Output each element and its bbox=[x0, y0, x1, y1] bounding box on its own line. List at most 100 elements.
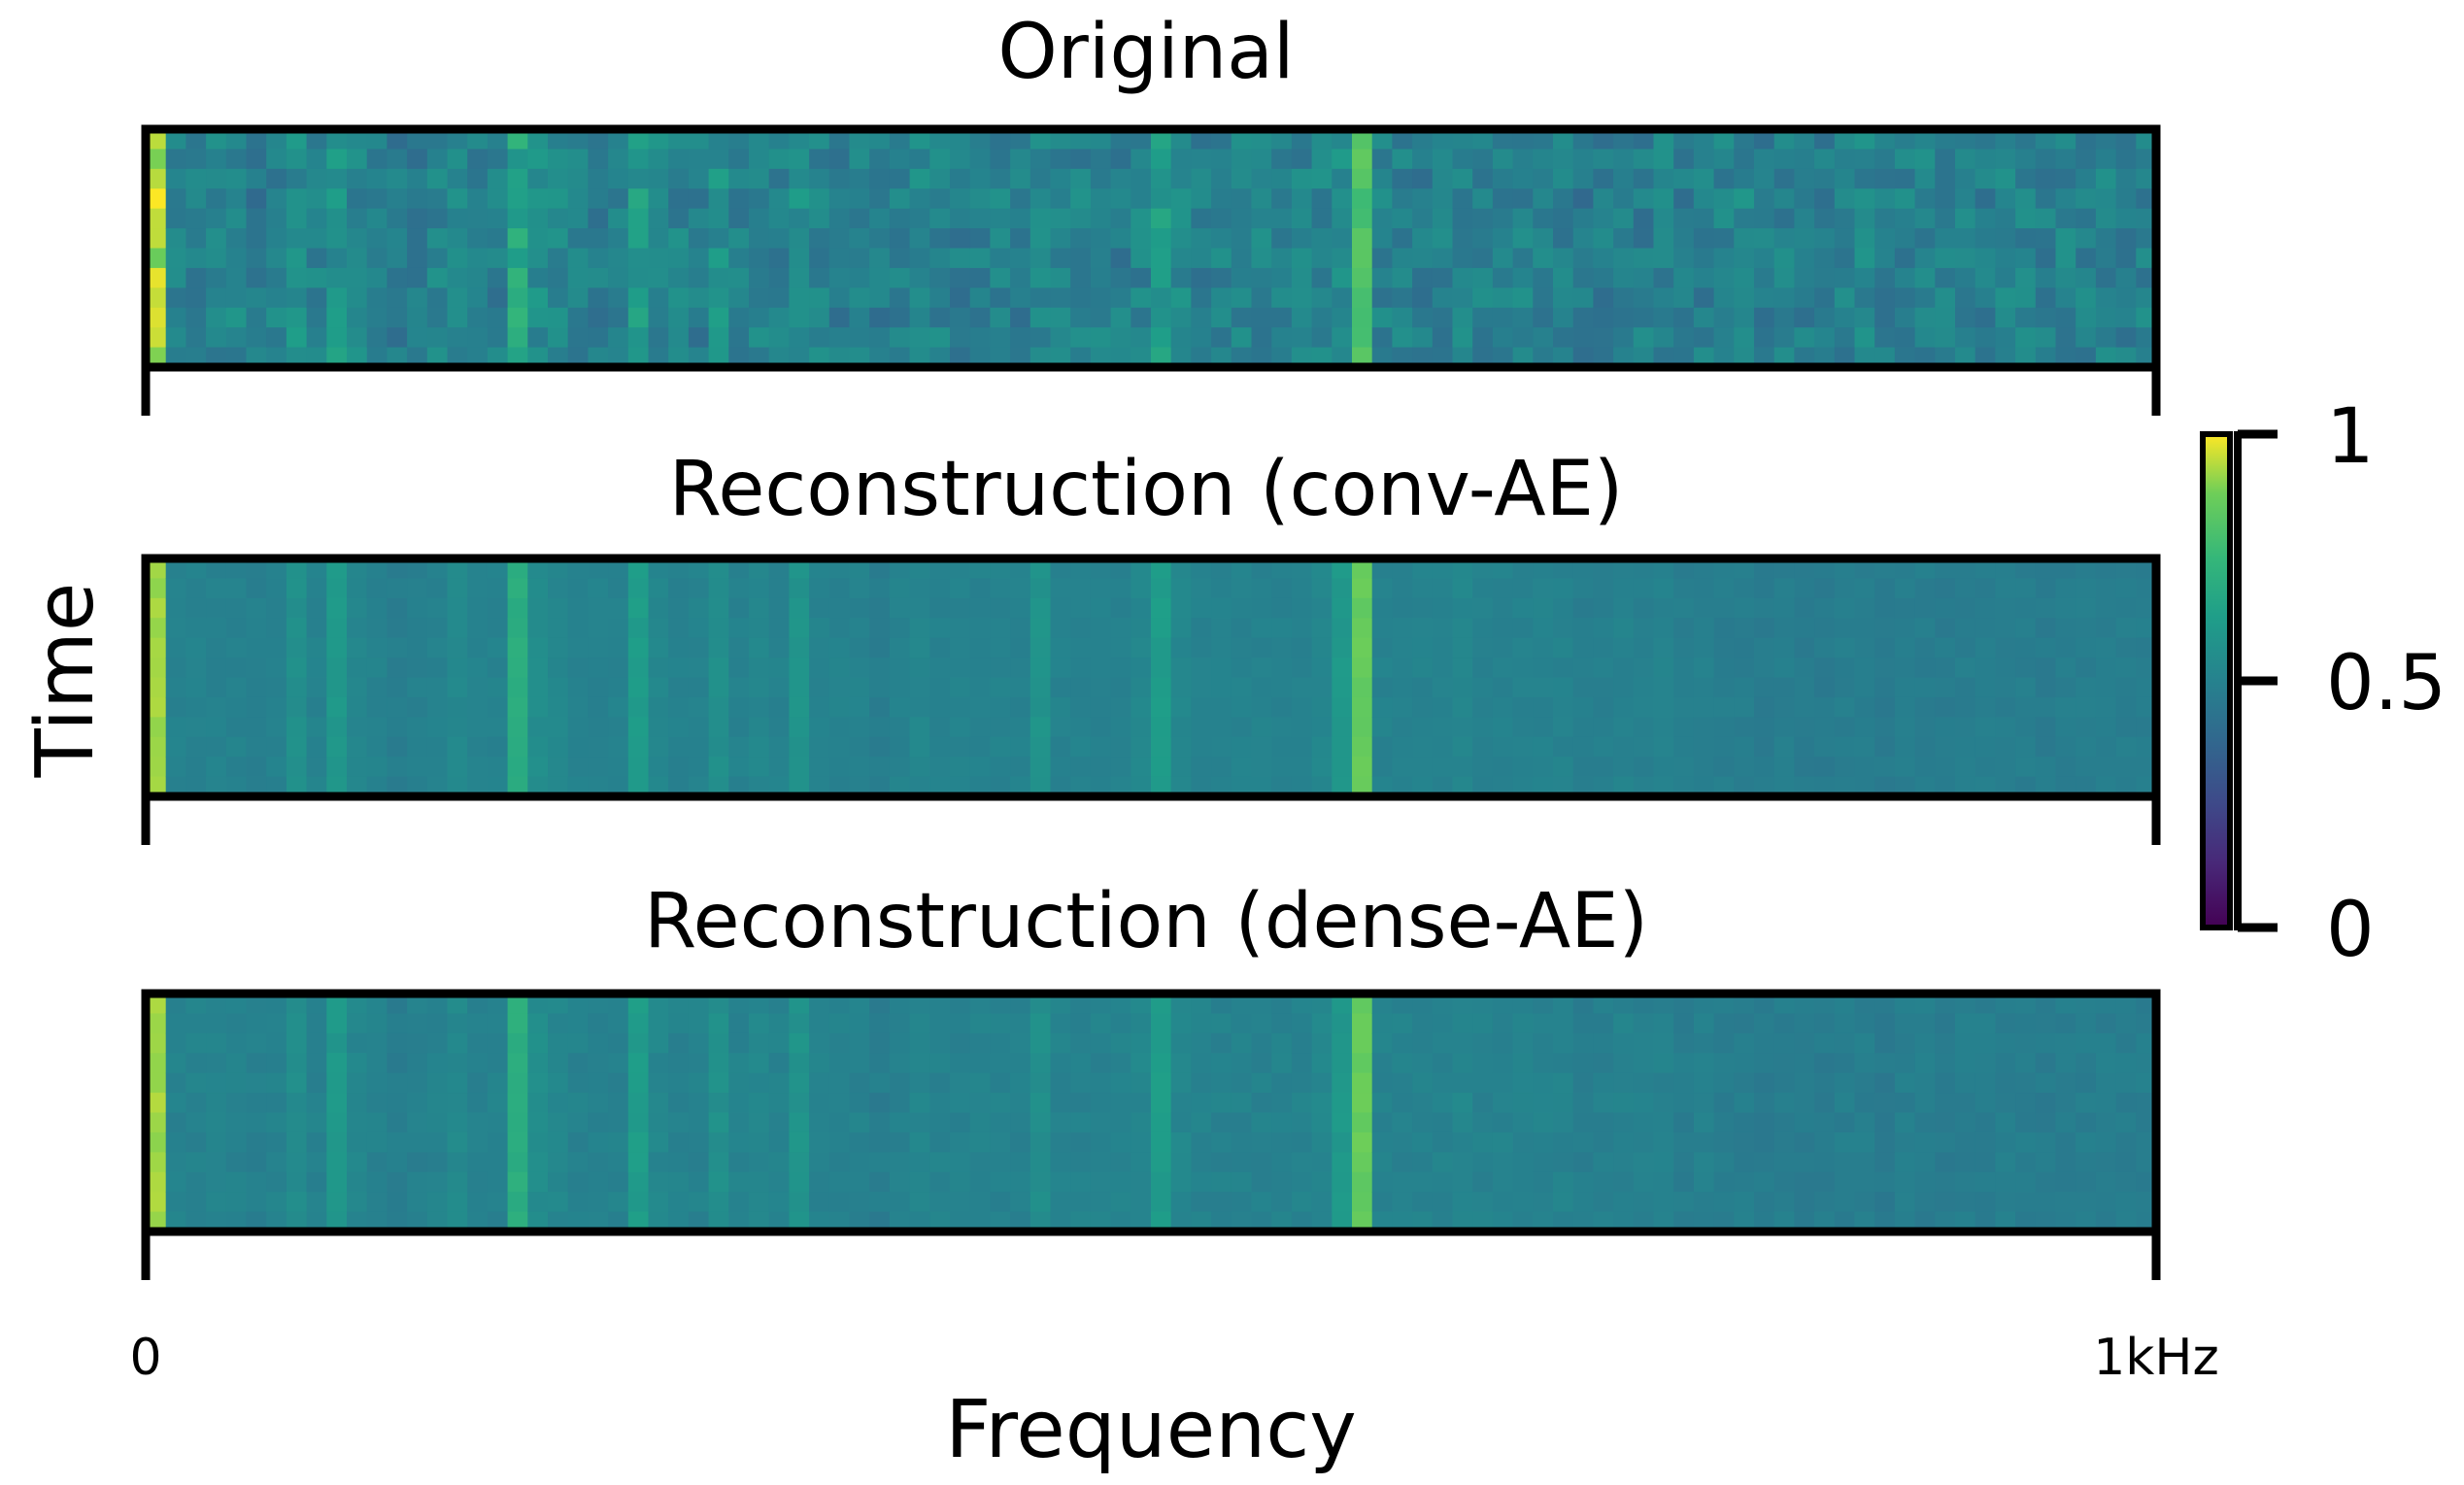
heatmap-cell bbox=[266, 578, 287, 599]
heatmap-cell bbox=[1512, 1211, 1534, 1232]
heatmap-cell bbox=[1794, 188, 1815, 210]
heatmap-cell bbox=[426, 1053, 449, 1074]
heatmap-cell bbox=[1754, 1053, 1775, 1074]
heatmap-cell bbox=[1472, 757, 1494, 778]
heatmap-cell bbox=[1170, 267, 1192, 288]
heatmap-cell bbox=[1834, 188, 1856, 210]
heatmap-cell bbox=[1533, 696, 1554, 718]
heatmap-cell bbox=[246, 618, 267, 639]
heatmap-cell bbox=[1754, 1171, 1775, 1193]
heatmap-cell bbox=[186, 637, 207, 658]
heatmap-cell bbox=[1814, 776, 1836, 797]
heatmap-cell bbox=[2095, 717, 2117, 738]
heatmap-cell bbox=[548, 597, 569, 619]
heatmap-cell bbox=[165, 307, 186, 328]
heatmap-cell bbox=[1050, 736, 1071, 758]
heatmap-cell bbox=[1593, 717, 1614, 738]
heatmap-cell bbox=[1914, 248, 1936, 269]
heatmap-cell bbox=[929, 1032, 951, 1054]
heatmap-cell bbox=[1352, 1072, 1373, 1094]
heatmap-cell bbox=[929, 228, 951, 250]
heatmap-cell bbox=[909, 1171, 930, 1193]
heatmap-cell bbox=[1452, 696, 1473, 718]
heatmap-cell bbox=[1995, 228, 2016, 250]
heatmap-cell bbox=[889, 637, 911, 658]
heatmap-cell bbox=[1633, 578, 1655, 599]
heatmap-cell bbox=[286, 597, 308, 619]
heatmap-cell bbox=[1050, 168, 1071, 189]
heatmap-cell bbox=[1090, 736, 1112, 758]
heatmap-cell bbox=[1854, 658, 1875, 679]
heatmap-cell bbox=[1854, 1131, 1875, 1153]
heatmap-cell bbox=[467, 637, 489, 658]
heatmap-cell bbox=[467, 1112, 489, 1133]
heatmap-cell bbox=[1553, 248, 1574, 269]
heatmap-cell bbox=[1874, 776, 1896, 797]
heatmap-cell bbox=[1533, 1192, 1554, 1213]
heatmap-cell bbox=[1713, 1093, 1735, 1114]
heatmap-cell bbox=[347, 658, 368, 679]
heatmap-cell bbox=[1029, 1171, 1052, 1193]
heatmap-cell bbox=[749, 696, 770, 718]
heatmap-cell bbox=[1452, 776, 1473, 797]
heatmap-cell bbox=[869, 307, 891, 328]
heatmap-cell bbox=[567, 168, 589, 189]
heatmap-cell bbox=[426, 677, 449, 698]
heatmap-cell bbox=[608, 248, 629, 269]
heatmap-cell bbox=[1311, 347, 1333, 368]
heatmap-cell bbox=[588, 757, 609, 778]
heatmap-cell bbox=[1452, 287, 1473, 309]
heatmap-cell bbox=[186, 1211, 207, 1232]
heatmap-cell bbox=[1211, 1032, 1232, 1054]
heatmap-cell bbox=[507, 347, 528, 368]
heatmap-cell bbox=[1874, 637, 1896, 658]
heatmap-cell bbox=[467, 1171, 489, 1193]
heatmap-cell bbox=[1995, 129, 2016, 151]
heatmap-cell bbox=[2055, 307, 2076, 328]
heatmap-cell bbox=[1693, 1171, 1715, 1193]
heatmap-cell bbox=[1432, 188, 1454, 210]
heatmap-cell bbox=[749, 168, 770, 189]
heatmap-cell bbox=[828, 1192, 851, 1213]
heatmap-cell bbox=[849, 1112, 870, 1133]
heatmap-cell bbox=[789, 994, 810, 1015]
heatmap-cell bbox=[1693, 228, 1715, 250]
heatmap-cell bbox=[1854, 347, 1875, 368]
heatmap-cell bbox=[2136, 597, 2157, 619]
heatmap-cell bbox=[1935, 1171, 1956, 1193]
heatmap-cell bbox=[165, 1171, 186, 1193]
heatmap-cell bbox=[929, 776, 951, 797]
heatmap-cell bbox=[1633, 287, 1655, 309]
heatmap-cell bbox=[246, 327, 267, 349]
heatmap-cell bbox=[1412, 776, 1434, 797]
heatmap-cell bbox=[1151, 347, 1172, 368]
heatmap-cell bbox=[969, 1032, 991, 1054]
heatmap-cell bbox=[1975, 757, 1996, 778]
heatmap-cell bbox=[789, 637, 810, 658]
heatmap-cell bbox=[1251, 618, 1272, 639]
heatmap-cell bbox=[1452, 1211, 1473, 1232]
heatmap-cell bbox=[527, 1171, 549, 1193]
heatmap-cell bbox=[627, 1032, 650, 1054]
heatmap-cell bbox=[1332, 1072, 1353, 1094]
heatmap-cell bbox=[608, 558, 629, 580]
heatmap-cell bbox=[828, 228, 851, 250]
heatmap-cell bbox=[2076, 637, 2097, 658]
heatmap-cell bbox=[2136, 1013, 2157, 1034]
heatmap-cell bbox=[889, 696, 911, 718]
heatmap-cell bbox=[567, 129, 589, 151]
heatmap-cell bbox=[950, 287, 971, 309]
heatmap-cell bbox=[206, 717, 227, 738]
heatmap-cell bbox=[768, 188, 790, 210]
heatmap-cell bbox=[1271, 188, 1293, 210]
heatmap-cell bbox=[1131, 597, 1152, 619]
heatmap-cell bbox=[668, 149, 690, 170]
heatmap-cell bbox=[1352, 1112, 1373, 1133]
heatmap-cell bbox=[1231, 168, 1253, 189]
heatmap-cell bbox=[1170, 228, 1192, 250]
heatmap-cell bbox=[1995, 188, 2016, 210]
heatmap-cell bbox=[728, 267, 750, 288]
heatmap-cell bbox=[426, 347, 449, 368]
heatmap-cell bbox=[266, 208, 287, 229]
heatmap-cell bbox=[1955, 347, 1976, 368]
